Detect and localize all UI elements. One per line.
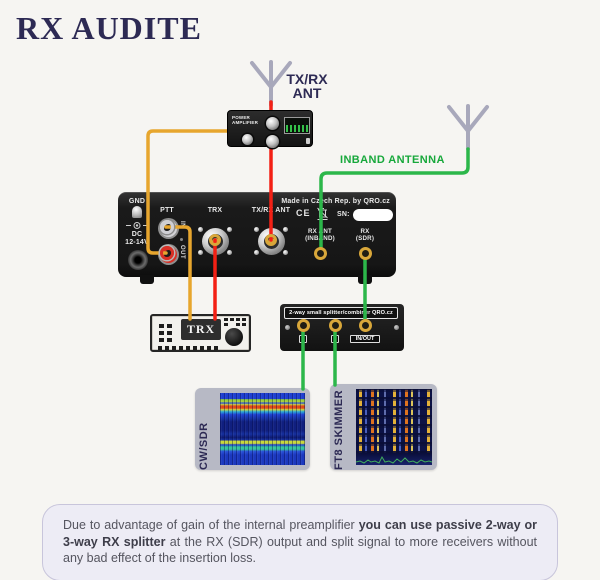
radio-button-row xyxy=(158,346,220,350)
splitter-label: 2-way small splitter/combiner QRO.cz xyxy=(284,307,398,319)
dc-polarity-icon xyxy=(126,222,148,229)
trx-port-label: TRX xyxy=(207,207,223,214)
ptt-out-label: OUT xyxy=(179,245,185,260)
txrx-connector-cap xyxy=(265,234,277,246)
ptt-label: PTT xyxy=(160,207,174,214)
weee-icon xyxy=(317,207,328,220)
note-text: at the RX (SDR) output and split signal … xyxy=(63,534,537,566)
unit-foot xyxy=(140,275,154,284)
radio-buttons xyxy=(159,324,164,328)
unit-foot xyxy=(358,275,372,284)
sn-label: SN: xyxy=(337,211,350,218)
rx-ant-inband-connector xyxy=(314,247,327,260)
splitter-port1 xyxy=(297,319,310,332)
rx-sdr-label: RX (SDR) xyxy=(355,228,375,242)
ft8-signal-trace xyxy=(356,455,432,464)
rx-ant-inband-label: RX ANT (INBAND) xyxy=(305,228,335,242)
splitter-inout-label: IN/OUT xyxy=(350,335,380,343)
splitter-inout-port xyxy=(359,319,372,332)
ptt-in-plug xyxy=(160,220,174,234)
radio-screen: TRX xyxy=(181,319,221,340)
rx-sdr-connector xyxy=(359,247,372,260)
dc-voltage-label: 12-14V xyxy=(125,239,149,246)
inband-antenna-icon xyxy=(447,104,489,151)
trx-connector-cap xyxy=(209,234,221,246)
dc-label: DC xyxy=(131,231,143,238)
amp-knob-bottom xyxy=(266,135,279,148)
gnd-label: GND xyxy=(128,198,146,205)
splitter-screw xyxy=(285,325,290,330)
radio-buttons xyxy=(224,318,228,321)
ft8-waterfall xyxy=(356,389,432,465)
cw-sdr-label: CW/SDR xyxy=(198,422,210,470)
panel-screw xyxy=(180,238,183,241)
ft8-skimmer-label: FT8 SKIMMER xyxy=(333,389,345,470)
amp-meter xyxy=(284,117,310,134)
amp-knob-top xyxy=(266,117,279,130)
main-unit: GND DC 12-14V PTT IN OUT TRX TX/RX ANT xyxy=(118,192,396,277)
cw-waterfall xyxy=(220,393,305,465)
radio-tuning-knob xyxy=(225,328,243,346)
splitter-port1-label: 1 xyxy=(299,335,307,343)
dc-jack xyxy=(128,250,148,270)
power-amplifier: POWER AMPLIFIER xyxy=(227,110,313,148)
gnd-post xyxy=(132,206,142,218)
amp-knob-left xyxy=(242,134,253,145)
footnote: Due to advantage of gain of the internal… xyxy=(42,504,558,580)
sn-field xyxy=(353,209,393,221)
page-title: RX AUDITE xyxy=(16,10,202,46)
inband-antenna-label: INBAND ANTENNA xyxy=(340,154,445,166)
ce-mark: CE xyxy=(296,208,311,218)
note-text: Due to advantage of gain of the internal… xyxy=(63,518,359,532)
cw-sdr-display: CW/SDR xyxy=(195,388,310,470)
ptt-out-plug xyxy=(160,246,174,260)
made-in-label: Made in Czech Rep. by QRO.cz xyxy=(281,198,390,205)
ptt-in-label: IN xyxy=(179,221,185,228)
note-text-bold: you can use passive 2-way or 3-way RX sp… xyxy=(63,518,538,549)
trx-transceiver: TRX xyxy=(150,314,251,352)
amp-fuse xyxy=(306,138,310,144)
splitter-port2-label: 2 xyxy=(331,335,339,343)
txrx-ant-label: TX/RX ANT xyxy=(286,71,328,101)
power-amplifier-label: POWER AMPLIFIER xyxy=(232,115,259,125)
ft8-skimmer-display: FT8 SKIMMER xyxy=(330,384,437,470)
txrx-ant-port-label: TX/RX ANT xyxy=(251,207,291,214)
txrx-antenna-icon xyxy=(250,60,292,107)
splitter-screw xyxy=(394,325,399,330)
splitter-port2 xyxy=(329,319,342,332)
